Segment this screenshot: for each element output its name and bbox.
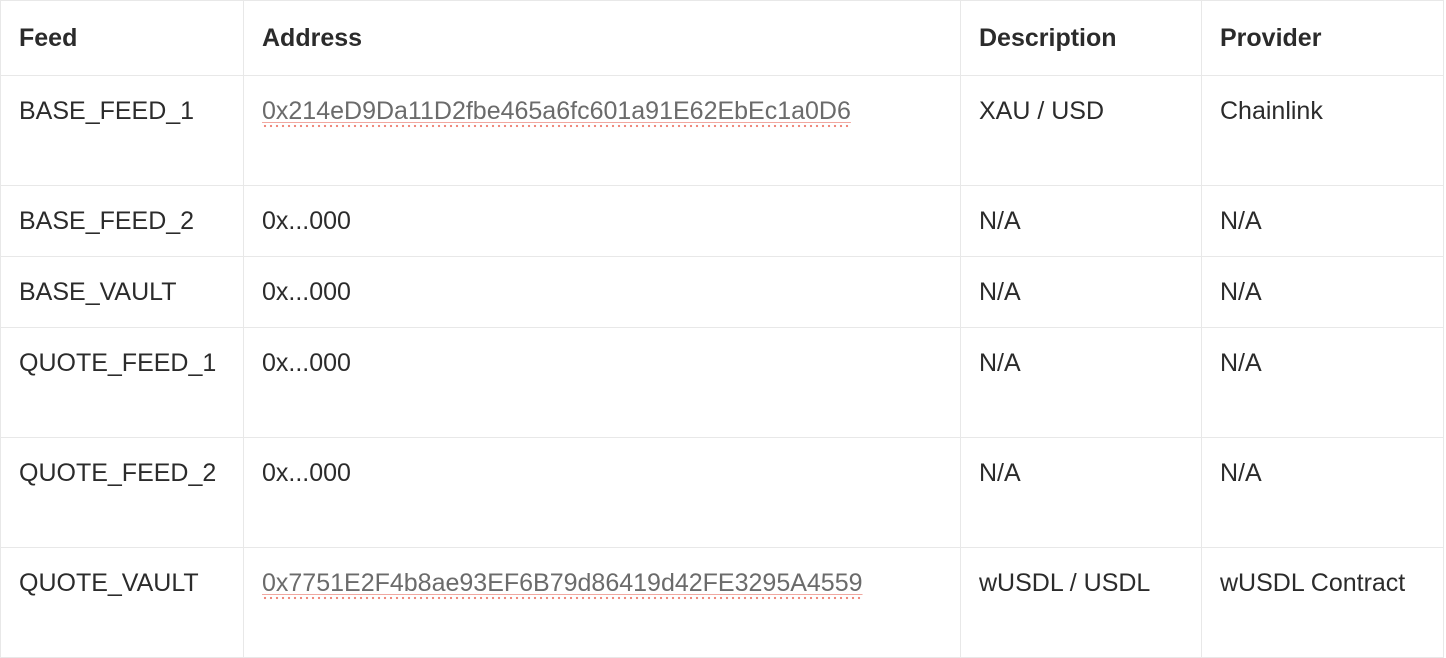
cell-feed: QUOTE_FEED_1 [0, 327, 244, 438]
table-header-row: Feed Address Description Provider [0, 0, 1444, 76]
cell-description: N/A [960, 327, 1202, 438]
cell-feed: BASE_VAULT [0, 256, 244, 328]
cell-address: 0x...000 [243, 256, 961, 328]
table-body: BASE_FEED_1 0x214eD9Da11D2fbe465a6fc601a9… [0, 75, 1444, 658]
address-text: 0x...000 [262, 459, 351, 487]
cell-address[interactable]: 0x214eD9Da11D2fbe465a6fc601a91E62EbEc1a0… [243, 75, 961, 186]
cell-description: XAU / USD [960, 75, 1202, 186]
cell-provider: N/A [1201, 256, 1444, 328]
cell-description: N/A [960, 437, 1202, 548]
column-header-feed: Feed [0, 0, 244, 76]
address-text: 0x...000 [262, 278, 351, 306]
cell-address: 0x...000 [243, 327, 961, 438]
address-link[interactable]: 0x7751E2F4b8ae93EF6B79d86419d42FE3295A45… [262, 569, 863, 601]
table-header: Feed Address Description Provider [0, 0, 1444, 76]
cell-description: N/A [960, 256, 1202, 328]
cell-feed: BASE_FEED_1 [0, 75, 244, 186]
cell-description: wUSDL / USDL [960, 547, 1202, 658]
address-text: 0x...000 [262, 349, 351, 377]
cell-provider: wUSDL Contract [1201, 547, 1444, 658]
cell-address: 0x...000 [243, 437, 961, 548]
column-header-provider: Provider [1201, 0, 1444, 76]
table-row: QUOTE_VAULT 0x7751E2F4b8ae93EF6B79d86419d… [0, 547, 1444, 658]
table-row: BASE_FEED_1 0x214eD9Da11D2fbe465a6fc601a9… [0, 75, 1444, 186]
cell-feed: QUOTE_VAULT [0, 547, 244, 658]
cell-address[interactable]: 0x7751E2F4b8ae93EF6B79d86419d42FE3295A45… [243, 547, 961, 658]
cell-address: 0x...000 [243, 185, 961, 257]
cell-provider: N/A [1201, 327, 1444, 438]
cell-provider: N/A [1201, 437, 1444, 548]
cell-feed: BASE_FEED_2 [0, 185, 244, 257]
address-link[interactable]: 0x214eD9Da11D2fbe465a6fc601a91E62EbEc1a0… [262, 97, 851, 129]
column-header-address: Address [243, 0, 961, 76]
column-header-description: Description [960, 0, 1202, 76]
cell-provider: N/A [1201, 185, 1444, 257]
cell-description: N/A [960, 185, 1202, 257]
cell-feed: QUOTE_FEED_2 [0, 437, 244, 548]
address-text: 0x...000 [262, 207, 351, 235]
cell-provider: Chainlink [1201, 75, 1444, 186]
